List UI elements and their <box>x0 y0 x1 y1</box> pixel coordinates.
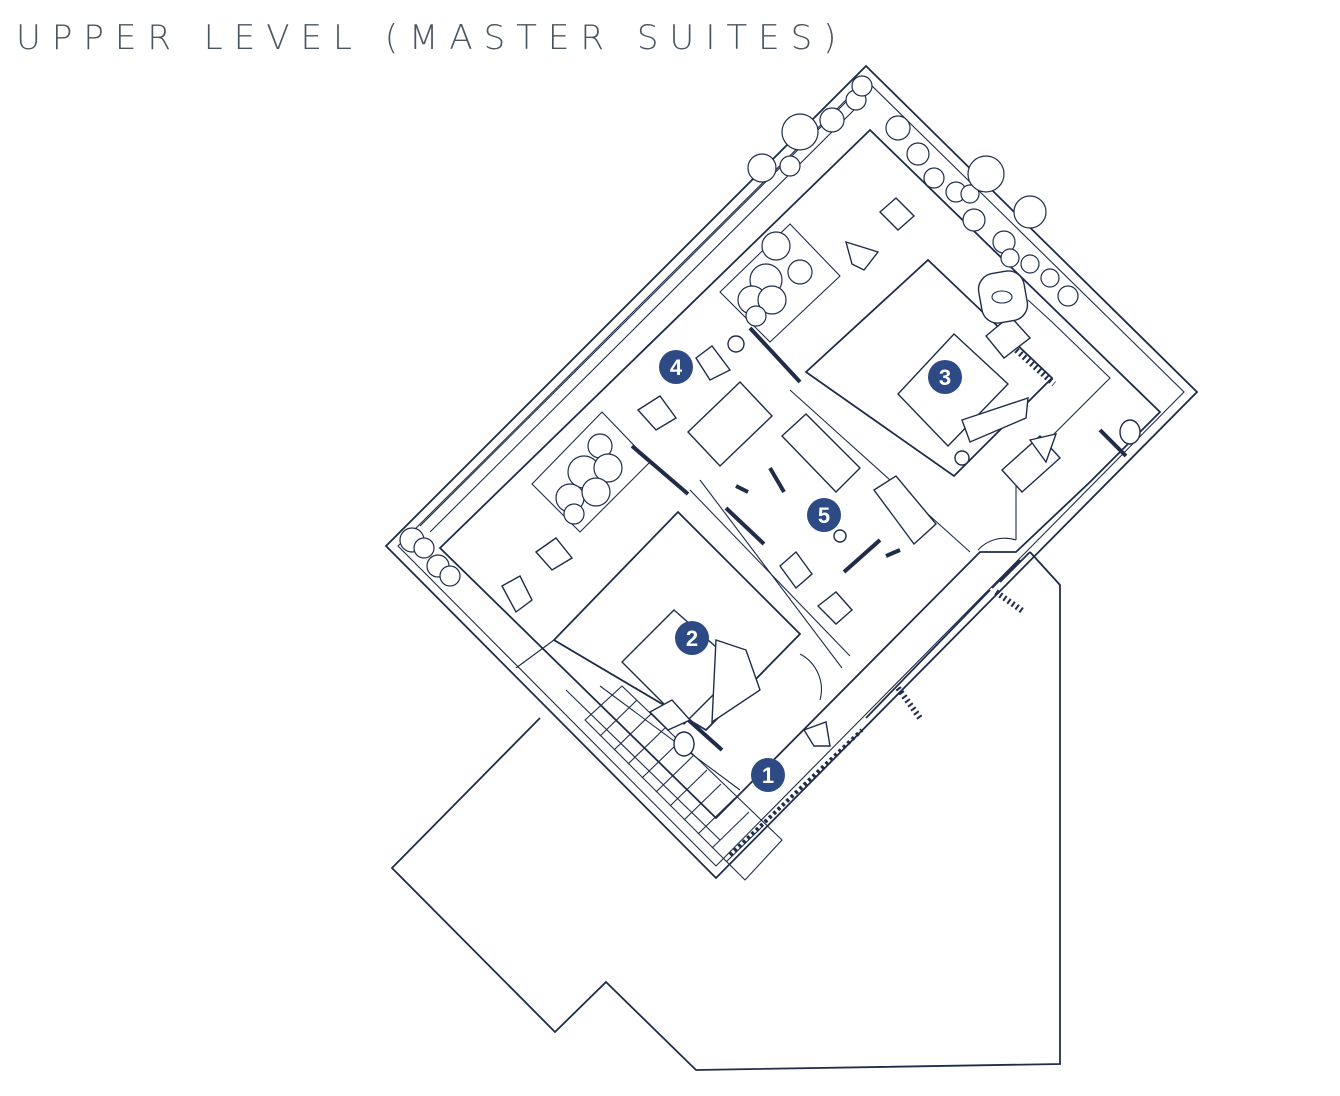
suite-2-wall <box>515 639 555 669</box>
terrace-link <box>991 559 1021 589</box>
gym-wall <box>699 479 843 669</box>
parapet-line <box>429 107 857 533</box>
gym-equipment <box>724 466 901 574</box>
sliding-door <box>630 444 690 496</box>
lounge-chairs <box>501 197 916 614</box>
marker-3[interactable]: 3 <box>928 360 962 394</box>
marker-4-label: 4 <box>670 355 683 380</box>
railing-hatch <box>728 327 1057 857</box>
marker-3-label: 3 <box>939 365 951 390</box>
sliding-door <box>748 326 802 384</box>
gym-wall <box>789 389 971 553</box>
door-swing <box>799 653 822 701</box>
terrace-link <box>865 589 991 719</box>
page-title: UPPER LEVEL (MASTER SUITES) <box>16 18 848 58</box>
marker-1[interactable]: 1 <box>751 758 785 792</box>
marker-2-label: 2 <box>686 626 698 651</box>
marker-5[interactable]: 5 <box>807 498 841 532</box>
sliding-door <box>682 714 724 752</box>
suite-3-wall <box>1027 299 1053 323</box>
suite-2-wall <box>599 685 741 791</box>
staircase <box>584 685 783 881</box>
terrace-link <box>999 551 1031 583</box>
outer-wall-inner <box>397 79 1185 867</box>
tree-cluster <box>399 75 1079 587</box>
central-furniture <box>687 335 970 625</box>
planter <box>719 223 841 343</box>
marker-2[interactable]: 2 <box>675 621 709 655</box>
suite-2-room <box>552 510 802 732</box>
outer-wall <box>384 64 1199 880</box>
planter <box>531 411 651 533</box>
marker-5-label: 5 <box>818 503 830 528</box>
suite-2-wall <box>565 689 721 841</box>
suite-3-wall <box>1015 321 1111 540</box>
terrace-outline <box>390 551 1061 1071</box>
marker-4[interactable]: 4 <box>659 350 693 384</box>
suite-2-furniture <box>621 609 831 757</box>
inner-body <box>438 128 1162 820</box>
sliding-door <box>1098 428 1128 458</box>
marker-1-label: 1 <box>762 763 774 788</box>
door-swing <box>977 537 1017 551</box>
